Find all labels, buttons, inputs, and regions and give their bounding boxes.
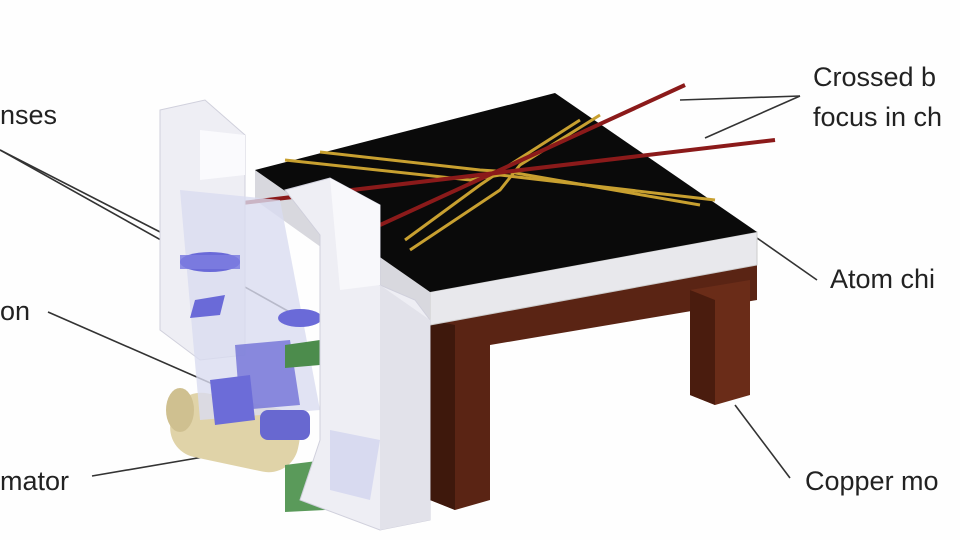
label-atom-chip: Atom chi: [830, 264, 936, 294]
leader-left-middle: [47, 311, 216, 386]
leader-atom-chip: [756, 237, 818, 281]
leader-beam-2: [704, 95, 801, 139]
label-crossed-beams-line1: Crossed b: [813, 62, 937, 92]
copper-mount: [430, 265, 757, 510]
label-left-middle: on: [0, 296, 31, 326]
label-lenses: nses: [0, 100, 58, 130]
front-optics-holder: [284, 177, 431, 531]
lenses: [180, 252, 322, 440]
leader-copper-mount: [734, 404, 791, 479]
label-crossed-beams-line2: focus in ch: [813, 102, 943, 132]
leader-collimator: [91, 454, 216, 477]
label-collimator: mator: [0, 466, 70, 496]
leader-beam-1: [679, 95, 801, 101]
label-copper-mount: Copper mo: [805, 466, 939, 496]
